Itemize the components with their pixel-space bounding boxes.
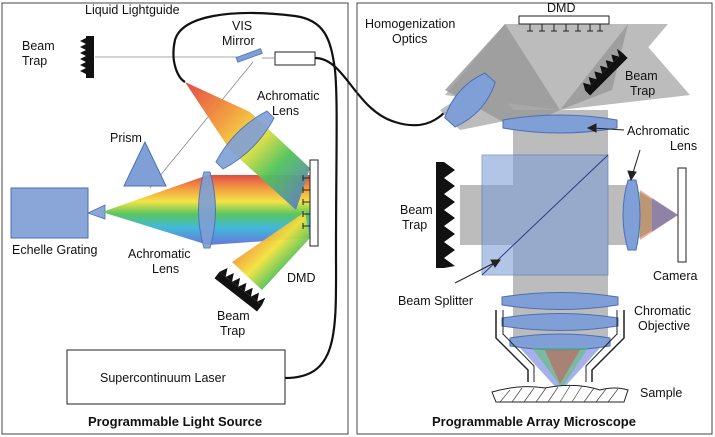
focus-cone-red bbox=[545, 350, 580, 384]
camera-sensor bbox=[677, 167, 687, 263]
label-achromatic-lens-top-1: Achromatic bbox=[257, 89, 320, 103]
beam-splitter-diagonal bbox=[481, 154, 609, 276]
pointer-arrows bbox=[454, 123, 641, 284]
label-chromatic-objective-1: Chromatic bbox=[634, 304, 691, 318]
label-vis-mirror-2: Mirror bbox=[222, 34, 255, 48]
label-beam-trap-bottom-1: Beam bbox=[217, 309, 250, 323]
beam-trap-top-left bbox=[80, 36, 94, 78]
label-achromatic-lens-right-2: Lens bbox=[670, 139, 697, 153]
label-achromatic-lens-bottom-1: Achromatic bbox=[128, 247, 191, 261]
light-source-title: Programmable Light Source bbox=[88, 414, 262, 429]
label-supercontinuum-laser: Supercontinuum Laser bbox=[100, 371, 226, 385]
liquid-lightguide bbox=[172, 11, 338, 380]
label-beam-trap-top-right-1: Beam bbox=[625, 69, 658, 83]
label-achromatic-lens-top-2: Lens bbox=[272, 104, 299, 118]
label-achromatic-lens-bottom-2: Lens bbox=[152, 262, 179, 276]
microscope-panel bbox=[356, 2, 713, 435]
achromatic-lens-upper bbox=[215, 110, 275, 170]
label-beam-trap-top-1: Beam bbox=[22, 39, 55, 53]
label-dmd-right: DMD bbox=[547, 1, 575, 15]
label-beam-trap-bottom-2: Trap bbox=[220, 324, 245, 338]
light-source-panel bbox=[1, 2, 349, 435]
label-achromatic-lens-right-1: Achromatic bbox=[627, 124, 690, 138]
connecting-fiber bbox=[314, 56, 446, 127]
echelle-grating bbox=[10, 187, 89, 239]
label-chromatic-objective-2: Objective bbox=[638, 319, 690, 333]
dmd-right bbox=[518, 15, 610, 32]
label-beam-trap-left-2: Trap bbox=[402, 218, 427, 232]
prism bbox=[123, 140, 167, 187]
homogenization-optics bbox=[444, 72, 496, 128]
label-vis-mirror-1: VIS bbox=[232, 19, 252, 33]
label-beam-trap-left-1: Beam bbox=[400, 203, 433, 217]
label-liquid-lightguide: Liquid Lightguide bbox=[85, 3, 180, 17]
chromatic-objective bbox=[495, 292, 625, 382]
achromatic-lens-lower bbox=[198, 171, 216, 249]
label-dmd-left: DMD bbox=[287, 271, 315, 285]
beam-trap-lower bbox=[214, 268, 266, 312]
label-prism: Prism bbox=[110, 131, 142, 145]
fiber-connector bbox=[274, 51, 316, 66]
label-sample: Sample bbox=[640, 386, 682, 400]
label-beam-trap-top-right-2: Trap bbox=[630, 84, 655, 98]
label-beam-splitter: Beam Splitter bbox=[398, 294, 473, 308]
sample bbox=[491, 384, 629, 403]
camera-cone-blue bbox=[652, 198, 678, 232]
label-echelle-grating: Echelle Grating bbox=[12, 243, 98, 257]
label-homogenization-2: Optics bbox=[392, 32, 427, 46]
alignment-lines bbox=[95, 56, 254, 189]
vis-mirror bbox=[235, 48, 263, 63]
label-beam-trap-top-2: Trap bbox=[22, 54, 47, 68]
achromatic-lens-side bbox=[622, 179, 641, 251]
label-homogenization-1: Homogenization bbox=[365, 17, 455, 31]
rejected-beam bbox=[232, 212, 310, 290]
label-camera: Camera bbox=[653, 269, 698, 283]
beam-trap-left bbox=[436, 162, 455, 268]
beam-trap-top-right bbox=[583, 48, 628, 96]
dmd-left bbox=[302, 159, 319, 247]
achromatic-lens-microscope bbox=[502, 114, 618, 134]
microscope-title: Programmable Array Microscope bbox=[432, 414, 636, 429]
focus-cone-green bbox=[532, 348, 588, 388]
